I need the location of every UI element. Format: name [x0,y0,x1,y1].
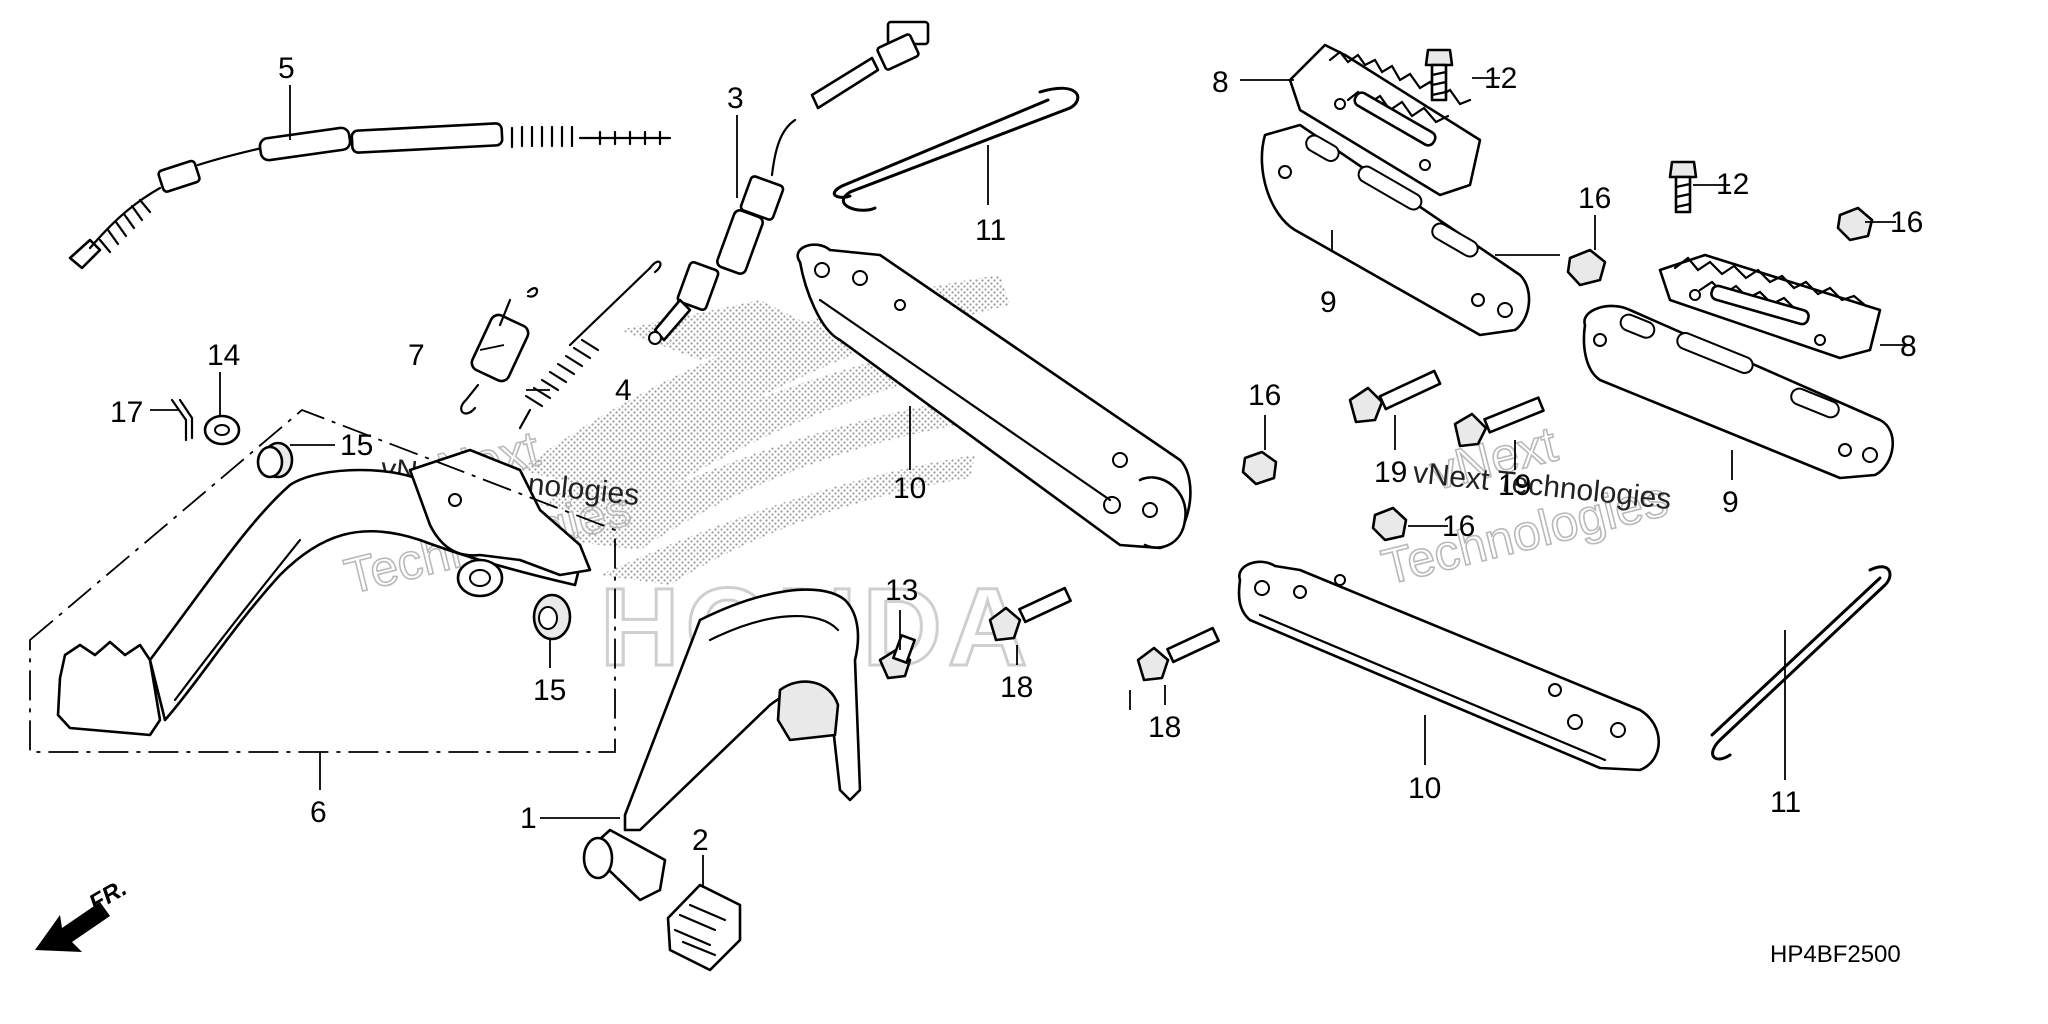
part-8-footpeg-upper [1288,43,1482,197]
front-direction-arrow: FR. [35,874,131,952]
callout-4: 4 [615,374,632,407]
part-11-rod-upper [841,86,1080,212]
part-18-bolt-b [1136,626,1220,682]
part-12-bolt-upper [1424,48,1454,102]
callout-14: 14 [207,339,240,372]
part-1-brake-pedal [582,588,862,902]
callout-3: 3 [727,82,744,115]
part-8-footpeg-lower [1658,253,1882,360]
part-4-return-spring [518,260,662,430]
callout-16-b: 16 [1890,206,1923,239]
leader-lines [150,77,1906,888]
callout-12-lower: 12 [1716,168,1749,201]
callout-5: 5 [278,52,295,85]
callout-8-upper: 8 [1212,66,1229,99]
callout-18-a: 18 [1000,671,1033,704]
part-11-rod-upper-inner [832,98,1050,199]
part-6-assembly-frame [29,408,616,753]
callout-13: 13 [885,574,918,607]
callout-16-a: 16 [1578,182,1611,215]
part-15-bushing-upper [256,441,294,479]
callout-16-c: 16 [1248,379,1281,412]
callout-7: 7 [408,339,425,372]
callout-19-b: 19 [1498,469,1531,502]
part-5-brake-cable [68,122,672,270]
callout-2: 2 [692,824,709,857]
part-7-spring [460,287,539,415]
part-9-holder-upper [1260,123,1531,337]
part-11-rod-lower-inner [1710,576,1882,737]
callout-15-upper: 15 [340,429,373,462]
callout-6: 6 [310,796,327,829]
part-16-nut-a [1566,248,1607,287]
part-10-bracket-lower [1237,560,1661,772]
callout-9-upper: 9 [1320,286,1337,319]
diagram-code: HP4BF2500 [1770,941,1901,968]
callout-8-lower: 8 [1900,330,1917,363]
part-16-nut-c [1241,450,1278,486]
callout-9-lower: 9 [1722,486,1739,519]
callout-10-lower: 10 [1408,772,1441,805]
callout-numbers: 5 3 11 8 12 12 16 16 9 8 9 16 16 10 18 1… [110,52,1923,857]
callout-12-upper: 12 [1484,62,1517,95]
callout-10-upper: 10 [893,472,926,505]
part-16-nut-d [1371,506,1408,542]
part-18-bolt-a [988,586,1072,642]
callout-11-upper: 11 [975,214,1006,247]
part-10-bracket-upper [796,243,1192,550]
part-19-bolt-a [1348,369,1442,424]
callout-19-a: 19 [1374,456,1407,489]
callout-1: 1 [520,802,537,835]
part-3-brake-switch [648,20,930,345]
callout-17: 17 [110,396,143,429]
part-14-washer [203,414,241,446]
part-11-rod-lower [1711,565,1892,761]
part-6-brake-pedal-assembly [56,448,592,737]
part-16-nut-b [1836,206,1874,242]
part-19-bolt-b [1453,396,1545,448]
part-12-bolt-lower [1668,160,1698,214]
callout-15-lower: 15 [533,674,566,707]
part-15-bushing-lower [532,593,572,641]
callout-11-lower: 11 [1770,786,1801,819]
part-9-holder-lower [1582,304,1895,480]
callout-18-b: 18 [1148,711,1181,744]
part-13-bolt [878,634,916,680]
part-17-cotter-pin [170,398,194,442]
callout-16-d: 16 [1442,510,1475,543]
part-2-pedal-rubber [666,883,742,972]
